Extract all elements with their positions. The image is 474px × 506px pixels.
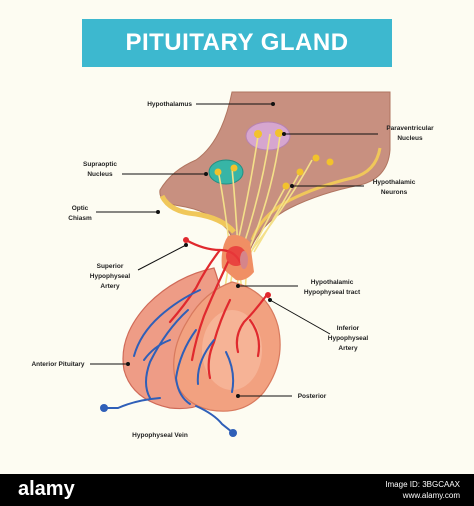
label-paraventricular-line2: Nucleus (397, 135, 423, 142)
supraoptic-nucleus (208, 159, 244, 185)
neuron-bodies (214, 129, 334, 190)
label-supraoptic-line1: Supraoptic (83, 161, 117, 168)
label-inferior-artery-line3: Artery (338, 345, 358, 352)
label-hypothalamic-neurons-line2: Neurons (381, 189, 408, 196)
leader-dot-posterior (236, 394, 240, 398)
membrane-line (250, 147, 382, 241)
label-paraventricular-line1: Paraventricular (386, 125, 434, 132)
label-hypophyseal-vein: Hypophyseal Vein (132, 432, 188, 439)
label-superior-artery-line2: Hypophyseal (90, 273, 131, 280)
label-optic-line1: Optic (72, 205, 89, 212)
label-supraoptic-line2: Nucleus (87, 171, 113, 178)
leader-dot-paraventricular (282, 132, 286, 136)
label-superior-artery-line1: Superior (97, 263, 124, 270)
vein-end-left (100, 404, 108, 412)
label-inferior-artery-line1: Inferior (337, 325, 360, 332)
watermark-footer: alamy Image ID: 3BGCAAX www.alamy.com (0, 474, 474, 506)
leader-dot-hypothalamus (271, 102, 275, 106)
leader-inferior-artery (269, 299, 331, 335)
artery-end-left (183, 237, 189, 243)
image-id-text: Image ID: 3BGCAAX (385, 480, 460, 489)
leader-dot-tract (236, 284, 240, 288)
label-hypothalamus: Hypothalamus (147, 101, 192, 108)
label-tract-line1: Hypothalamic (311, 279, 354, 286)
leader-dot-supraoptic (204, 172, 208, 176)
veins (103, 289, 235, 433)
diagram-title: PITUITARY GLAND (125, 29, 349, 56)
optic-chiasm (159, 194, 236, 234)
leader-superior-artery (137, 244, 187, 271)
label-posterior: Posterior (298, 393, 327, 400)
leader-dot-inferior-artery (268, 298, 272, 302)
stalk-nodule (240, 251, 248, 269)
leader-dot-optic-chiasm (156, 210, 160, 214)
footer-info: Image ID: 3BGCAAX www.alamy.com (385, 479, 460, 501)
label-inferior-artery-line2: Hypophyseal (328, 335, 369, 342)
pituitary-diagram: Hypothalamus Paraventricular Nucleus Sup… (31, 91, 434, 439)
alamy-logo: alamy (18, 478, 75, 500)
label-optic-line2: Chiasm (68, 215, 92, 222)
label-tract-line2: Hypophyseal tract (304, 289, 361, 296)
title-banner: PITUITARY GLAND (82, 19, 392, 67)
label-hypothalamic-neurons-line1: Hypothalamic (373, 179, 416, 186)
label-anterior-pituitary: Anterior Pituitary (31, 361, 84, 368)
leader-dot-superior-artery (184, 243, 188, 247)
label-superior-artery-line3: Artery (100, 283, 120, 290)
site-url-text: www.alamy.com (402, 491, 460, 500)
vein-end-right (229, 429, 237, 437)
artery-end-right (265, 292, 271, 298)
leader-dot-hypothalamic-neurons (290, 184, 294, 188)
leader-dot-anterior-pituitary (126, 362, 130, 366)
arteries (168, 238, 268, 380)
